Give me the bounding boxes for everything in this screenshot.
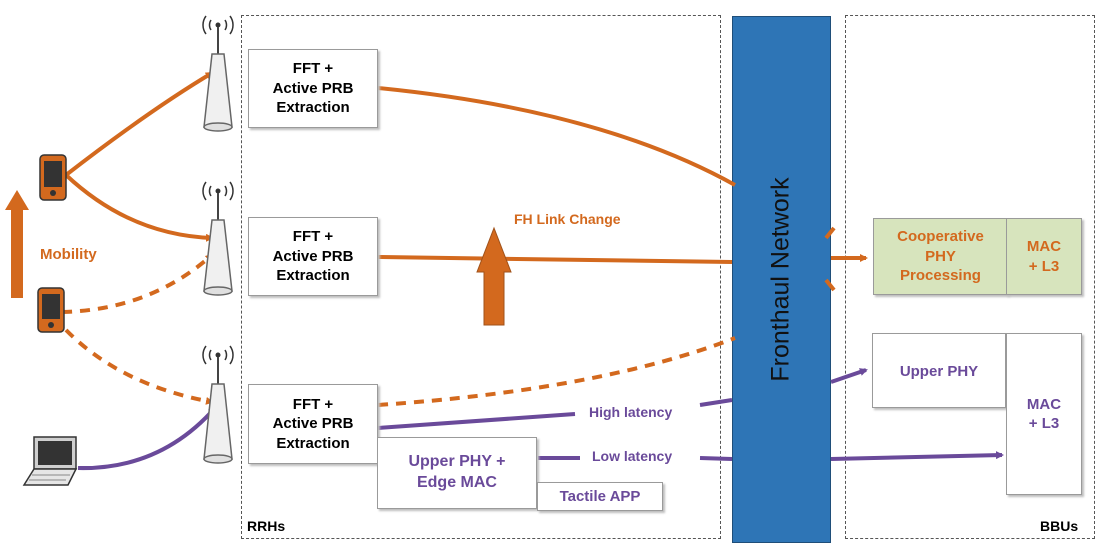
fh-to-upper-phy — [830, 368, 868, 384]
rrh-group — [241, 15, 721, 539]
fh-link-3 — [377, 336, 736, 407]
edge-upper-phy-box: Upper PHY + Edge MAC — [377, 437, 537, 509]
fh-link-high-latency — [377, 412, 576, 430]
antenna-icon — [202, 181, 234, 296]
low-latency-label: Low latency — [592, 448, 673, 464]
upper-phy-box: Upper PHY — [872, 333, 1006, 408]
antenna-icon — [202, 15, 234, 132]
coop-mac-l3-box: MAC + L3 — [1006, 218, 1082, 295]
mobility-arrow — [5, 190, 29, 298]
fh-to-coop-up — [824, 226, 836, 240]
link-phone2-antenna-2 — [61, 253, 214, 314]
bbu-group-label: BBUs — [1040, 518, 1079, 534]
link-phone-antenna-1 — [64, 71, 214, 177]
fh-link-1 — [377, 86, 736, 187]
tactile-app-box: Tactile APP — [537, 482, 663, 511]
laptop-icon — [22, 436, 78, 486]
smartphone-icon — [39, 154, 67, 201]
cooperative-phy-box: Cooperative PHY Processing — [873, 218, 1008, 295]
link-phone2-antenna-3 — [64, 328, 214, 405]
link-laptop-antenna-3 — [77, 406, 217, 471]
edge-link-low-latency-b — [699, 456, 733, 461]
fh-link-high-latency-b — [699, 398, 733, 407]
bbu-mac-l3-box: MAC + L3 — [1006, 333, 1082, 495]
link-phone-antenna-2 — [64, 173, 214, 242]
rrh-box-3: FFT + Active PRB Extraction — [248, 384, 378, 464]
smartphone-icon — [37, 287, 65, 333]
mobility-label: Mobility — [40, 246, 97, 263]
fronthaul-network — [732, 16, 831, 543]
rrh-group-label: RRHs — [247, 518, 286, 534]
fh-link-2 — [377, 255, 733, 264]
fh-link-change-label: FH Link Change — [514, 211, 621, 227]
rrh-box-2: FFT + Active PRB Extraction — [248, 217, 378, 296]
fh-to-coop-down — [824, 278, 836, 292]
rrh-box-1: FFT + Active PRB Extraction — [248, 49, 378, 128]
fh-link-change-arrow — [476, 226, 512, 326]
bbu-group — [845, 15, 1095, 539]
fh-to-mac — [830, 451, 1004, 461]
antenna-icon — [202, 345, 234, 464]
high-latency-label: High latency — [589, 404, 673, 420]
